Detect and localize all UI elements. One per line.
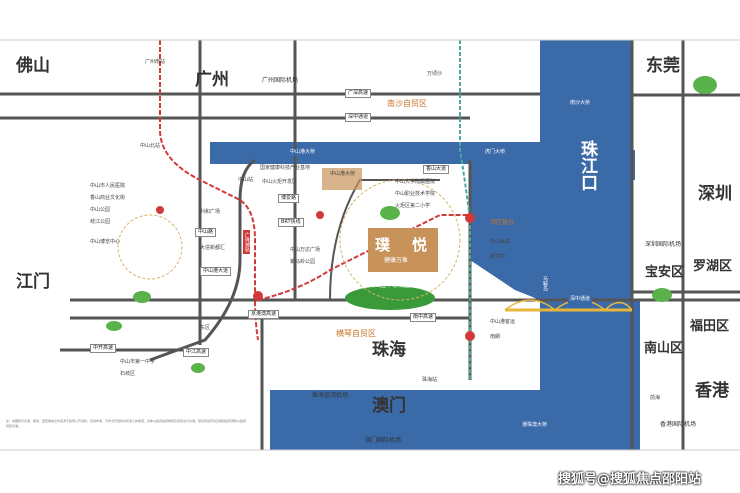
- station-wanqingsha: 万顷沙: [427, 71, 443, 77]
- poi-1: 国家健康科技产业基地: [260, 165, 311, 171]
- city-zhujiangkou: 珠江口: [577, 140, 597, 191]
- poi-6: 火炬区第二小学: [395, 203, 431, 209]
- city-dongguan: 东莞: [646, 56, 680, 76]
- station-zhuhai: 珠海站: [422, 377, 438, 383]
- airport-shenzhen: 深圳国际机场: [645, 241, 682, 248]
- poi-9: 中山公园: [90, 207, 111, 213]
- road-gangshen: 广深高速: [345, 89, 372, 98]
- location-pins: [156, 206, 475, 341]
- poi-8: 香山商业文化街: [90, 195, 126, 201]
- poi-20: 中山市第一中学: [120, 359, 156, 365]
- poi-15: 紫马岭公园: [290, 259, 316, 265]
- poi-13: 大信新都汇: [200, 245, 226, 251]
- poi-21: 石岐区: [120, 371, 136, 377]
- city-guangzhou: 广州: [195, 70, 229, 90]
- poi-7: 中山市人民医院: [90, 183, 126, 189]
- poi-3: 中山港大桥: [330, 171, 356, 177]
- poi-19: 南朗: [490, 334, 501, 340]
- station-qianhai: 前海: [650, 395, 661, 401]
- city-macau: 澳门: [372, 396, 406, 416]
- road-zhongshan-road: 中山路: [195, 228, 217, 237]
- road-hezhu: 广珠城轨: [243, 230, 250, 254]
- district-baoan: 宝安区: [645, 265, 685, 280]
- station-guangzhou-south: 广州南站: [145, 59, 166, 65]
- poi-5: 中山职业技术学院: [395, 191, 436, 197]
- road-nanzhong: 南中高速: [410, 313, 437, 322]
- poi-16: 中山海关: [490, 239, 511, 245]
- district-luohu: 罗湖区: [693, 259, 733, 274]
- area-huodu: 火炬区中心城区: [368, 282, 411, 289]
- airport-hongkong: 香港国际机场: [660, 421, 697, 428]
- poi-22: 东区: [200, 325, 211, 331]
- watermark: 搜狐号@搜狐焦点邵阳站: [558, 472, 702, 487]
- poi-14: 中山万达广场: [290, 247, 321, 253]
- road-hongkong-zhuhai: 港珠澳大桥: [520, 422, 550, 429]
- park-green: [345, 286, 435, 310]
- channel-water: [210, 142, 542, 164]
- project-name-a: 璞: [375, 236, 391, 254]
- district-nanshan: 南山区: [644, 341, 684, 356]
- road-yidong: 马鞍岛: [540, 275, 549, 292]
- south-water: [270, 390, 540, 450]
- airport-macau: 澳门国际机场: [365, 437, 402, 444]
- project-sub: 健康万象: [384, 257, 409, 264]
- metro-teal: [459, 40, 471, 380]
- airport-guangzhou: 广州国际机场: [262, 77, 299, 84]
- poi-12: 利和广场: [200, 209, 221, 215]
- city-foshan: 佛山: [16, 56, 50, 76]
- station-zhongshan-north: 中山北站: [140, 143, 161, 149]
- poi-17: 翠亨村: [490, 254, 506, 260]
- poi-11: 中山博览中心: [90, 239, 121, 245]
- area-nansha: 南沙自贸区: [387, 99, 427, 108]
- district-futian: 福田区: [690, 319, 730, 334]
- poi-4: 中山大学附属医院: [395, 179, 436, 185]
- project-name-b: 悦: [412, 236, 428, 254]
- area-hengqin: 横琴自贸区: [336, 329, 376, 338]
- area-wanqing: 湾区智谷: [490, 219, 515, 226]
- poi-18: 中山港客运: [490, 319, 516, 325]
- city-xianggang: 香港: [695, 381, 729, 401]
- road-zhongshan-bridge: 中山港大桥: [288, 149, 318, 156]
- road-bt: BRT快线: [278, 218, 304, 227]
- road-xinglong: 中山港大道: [200, 267, 232, 276]
- poi-2: 中山火炬开发区: [262, 179, 298, 185]
- road-shenzhen-cz: 深中通道: [345, 113, 372, 122]
- road-zhongjiang: 中江高速: [183, 348, 210, 357]
- city-zhuhai: 珠海: [372, 340, 406, 360]
- road-xiangshan: 香山大道: [423, 165, 450, 174]
- road-shengzhong: 深中通道: [568, 296, 593, 303]
- road-jinhai: 京港澳高速: [248, 310, 280, 319]
- project-site: [368, 228, 438, 272]
- poi-10: 岐江公园: [90, 219, 111, 225]
- city-shenzhen: 深圳: [698, 184, 732, 204]
- road-zhongkai: 中开高速: [90, 344, 117, 353]
- city-jiangmen: 江门: [16, 272, 50, 292]
- airport-zhuhai: 珠海金湾机场: [312, 392, 349, 399]
- road-humen: 虎门大桥: [483, 149, 508, 156]
- road-nansha-bridge: 南沙大桥: [568, 100, 593, 107]
- map-disclaimer: 注：本图所示交通、规划、配套等信息均来源于政府公开资料，仅供参考，不作为开发商对…: [6, 419, 247, 428]
- road-boai: 博爱路: [278, 194, 300, 203]
- station-zhongshan: 中山站: [238, 177, 254, 183]
